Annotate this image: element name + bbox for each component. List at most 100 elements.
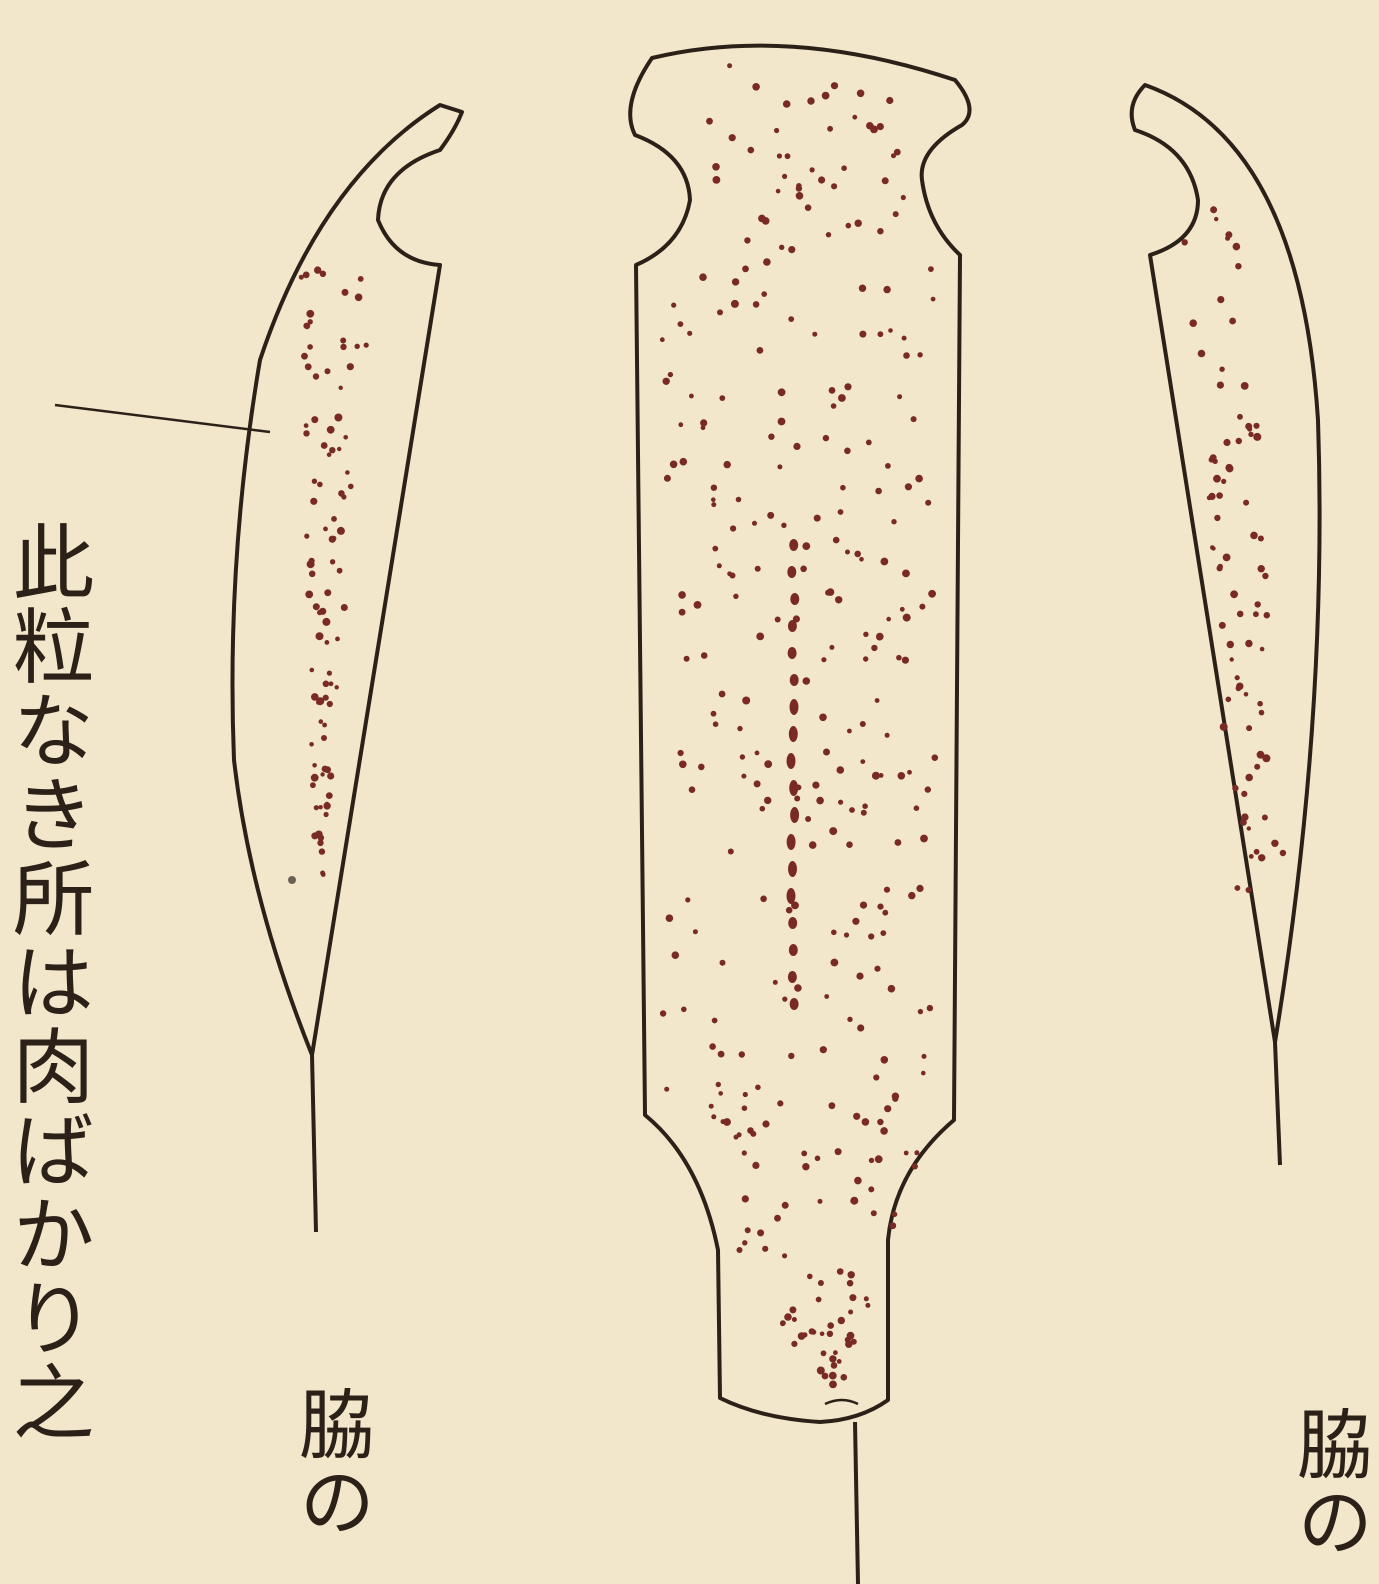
speckle-dot [778,418,786,426]
speckle-dot [312,763,317,768]
speckle-dot [1214,515,1220,521]
speckle-dot [892,1096,898,1102]
speckle-dot [317,482,323,488]
speckle-dot [803,677,811,685]
speckle-dot [859,331,866,338]
speckle-dot [823,749,830,756]
speckle-dot [904,1151,909,1156]
speckle-dot [701,425,706,430]
speckle-dot [711,711,717,717]
speckle-dot [719,691,726,698]
speckle-dot [862,803,868,809]
speckle-dot [885,733,890,738]
speckle-dot [681,1007,687,1013]
speckle-dot [918,1009,923,1014]
speckle-dot [784,1313,792,1321]
speckle-dot [340,344,346,350]
stray-mark [288,876,296,884]
center-piece-outline [630,46,969,1422]
speckle-dot [863,632,868,637]
speckle-dot [845,1341,852,1348]
speckle-dot [916,885,923,892]
speckle-dot [768,434,774,440]
speckle-dot [829,1102,836,1109]
speckle-dot [852,918,859,925]
speckle-dot [348,484,354,490]
speckle-dot [728,849,734,855]
speckle-dot [1271,840,1278,847]
speckle-dot [1209,457,1215,463]
speckle-dot [848,1310,853,1315]
speckle-dot [737,1247,743,1253]
speckle-dot [739,1051,745,1057]
speckle-dot [838,394,846,402]
speckle-dot [756,633,764,641]
speckle-dot [876,633,884,641]
speckle-dot [931,297,936,302]
speckle-dot [857,1024,864,1031]
speckle-dot [829,645,834,650]
speckle-dot [1237,414,1243,420]
speckle-dot [1237,611,1244,618]
speckle-dot [318,805,322,809]
speckle-dot [327,701,333,707]
speckle-dot [866,440,872,446]
midline-dot [788,647,797,659]
center-midline-dots [787,539,800,1010]
speckle-dot [1219,622,1226,629]
speckle-dot [865,1303,870,1308]
speckle-dot [330,559,335,564]
speckle-dot [846,841,853,848]
speckle-dot [668,372,673,377]
speckle-dot [678,422,683,427]
speckle-dot [312,479,317,484]
speckle-dot [827,1331,833,1337]
speckle-dot [327,426,335,434]
speckle-dot [919,604,925,610]
speckle-dot [1253,433,1261,441]
speckle-dot [800,566,807,573]
speckle-dot [823,435,829,441]
speckle-dot [777,153,782,158]
speckle-dot [838,1317,845,1324]
speckle-dot [755,1085,761,1091]
speckle-dot [852,115,857,120]
speckle-dot [327,452,332,457]
speckle-dot [310,498,317,505]
speckle-dot [1260,647,1265,652]
speckle-dot [782,1253,787,1258]
speckle-dot [801,1151,807,1157]
speckle-dot [1198,350,1206,358]
speckle-dot [928,590,936,598]
midline-dot [788,620,797,632]
speckle-dot [815,1156,821,1162]
speckle-dot [303,272,310,279]
speckle-dot [760,896,767,903]
speckle-dot [844,932,849,937]
speckle-dot [1258,854,1265,861]
speckle-dot [920,835,928,843]
speckle-dot [802,1163,809,1170]
speckle-dot [875,1155,883,1163]
midline-dot [788,861,797,877]
speckle-dot [827,126,833,132]
speckle-dot [753,301,760,308]
speckle-dot [1227,641,1234,648]
speckle-dot [880,1127,888,1135]
speckle-dot [903,614,911,622]
speckle-dot [785,153,791,159]
speckle-dot [905,483,912,490]
midline-dot [790,593,799,605]
speckle-dot [1217,296,1224,303]
speckle-dot [740,754,745,759]
speckle-dot [881,1056,889,1064]
speckle-dot [689,786,696,793]
speckle-dot [877,228,883,234]
speckle-dot [730,525,736,531]
speckle-dot [871,1210,877,1216]
speckle-dot [875,698,880,703]
speckle-dot [860,902,867,909]
speckle-dot [848,1271,855,1278]
speckle-dot [802,1332,807,1337]
speckle-dot [742,697,750,705]
